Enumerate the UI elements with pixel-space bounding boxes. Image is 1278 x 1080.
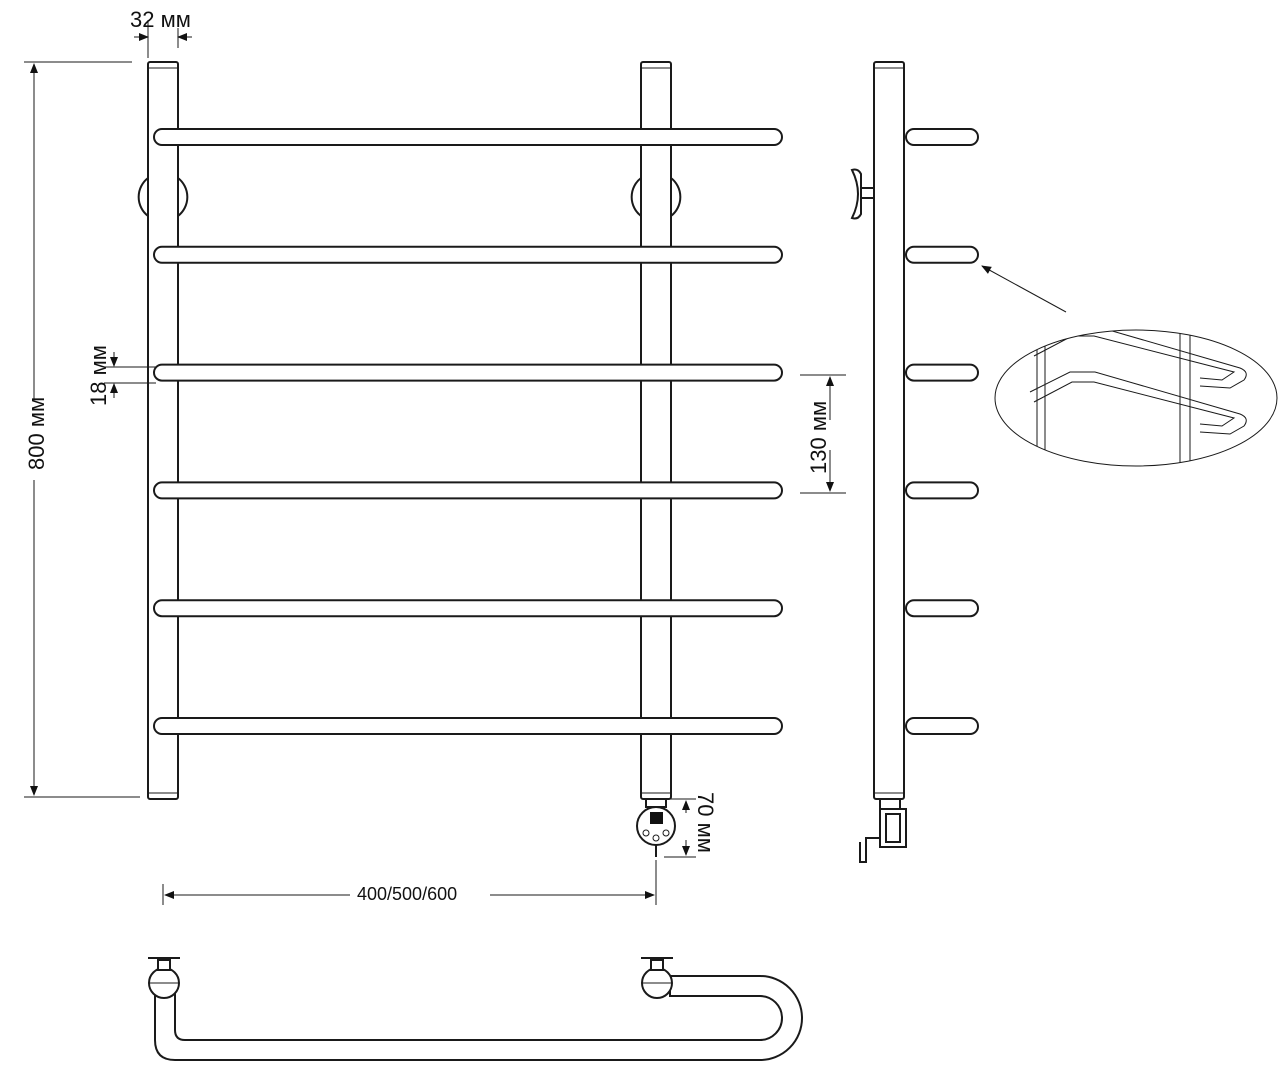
- side-rung-1: [905, 128, 979, 146]
- right-wall-mount: [630, 177, 642, 217]
- top-left-connector: [148, 957, 180, 999]
- dimension-tube-diameter: 32 мм: [130, 7, 192, 58]
- rung-2: [153, 245, 783, 264]
- detail-callout: [981, 265, 1278, 467]
- rung-spacing-label: 130 мм: [806, 401, 831, 474]
- heater-height-label: 70 мм: [693, 792, 718, 853]
- rung-1: [153, 128, 783, 146]
- heater-element: [636, 798, 676, 857]
- front-view: [137, 61, 783, 857]
- side-view: [850, 61, 979, 863]
- dimension-rung-spacing: 130 мм: [800, 374, 846, 494]
- top-view: [148, 957, 803, 1061]
- rung-diameter-label: 18 мм: [86, 345, 111, 406]
- left-vertical-tube: [147, 61, 179, 800]
- dimension-width: 400/500/600: [162, 860, 657, 905]
- side-rung-3: [905, 363, 979, 382]
- side-rung-5: [905, 599, 979, 618]
- height-label: 800 мм: [24, 397, 49, 470]
- dimension-heater-height: 70 мм: [664, 792, 718, 858]
- rung-4: [153, 481, 783, 500]
- detail-ellipse: [994, 329, 1278, 467]
- tube-diameter-label: 32 мм: [130, 7, 191, 32]
- side-heater: [859, 798, 907, 863]
- dimension-height: 800 мм: [24, 61, 140, 798]
- side-rung-stubs: [905, 128, 979, 735]
- side-tube: [873, 61, 905, 800]
- top-right-connector: [641, 957, 673, 999]
- side-rung-6: [905, 717, 979, 735]
- rung-6: [153, 717, 783, 735]
- rung-5: [153, 599, 783, 618]
- right-vertical-tube: [640, 61, 672, 800]
- rungs: [153, 128, 783, 735]
- side-rung-2: [905, 245, 979, 264]
- left-wall-mount: [137, 177, 149, 217]
- side-rung-4: [905, 481, 979, 500]
- width-label: 400/500/600: [357, 884, 457, 904]
- dimension-rung-diameter: 18 мм: [86, 345, 156, 406]
- rung-3: [153, 363, 783, 382]
- top-view-loop: [154, 975, 803, 1061]
- side-wall-mount: [850, 168, 875, 220]
